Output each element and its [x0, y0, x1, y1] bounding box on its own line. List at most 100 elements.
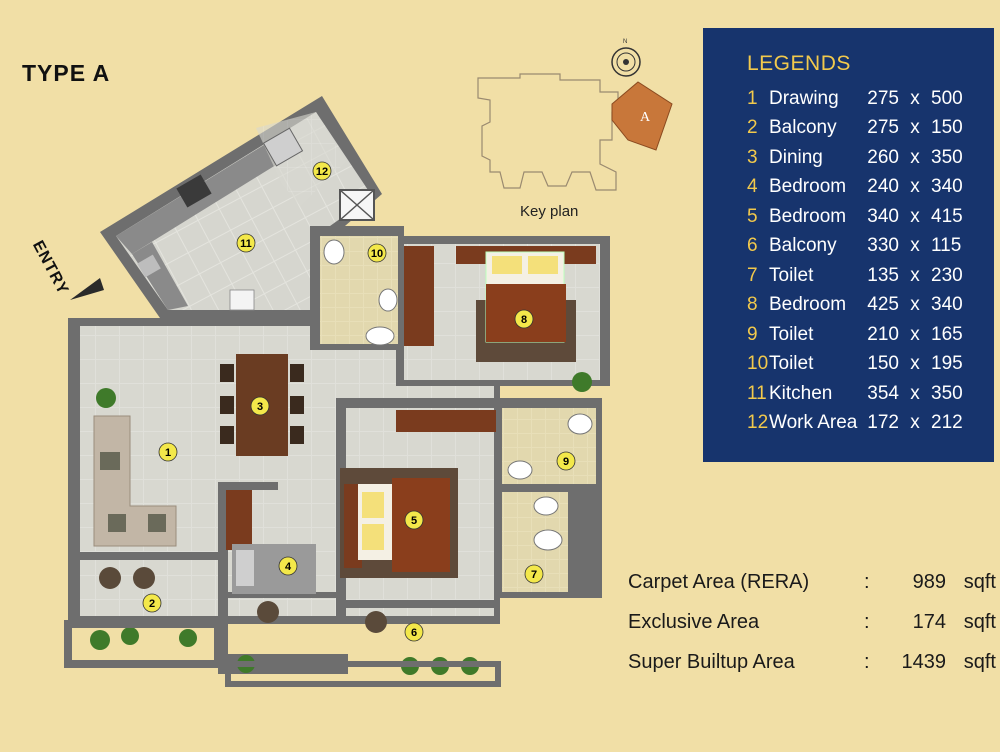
legend-b: 195 — [931, 353, 963, 375]
legend-x: x — [910, 294, 920, 316]
area-colon: : — [864, 570, 870, 593]
legend-a: 354 — [867, 382, 899, 404]
legend-num: 9 — [747, 323, 758, 345]
legend-x: x — [910, 87, 920, 109]
key-plan-block-label: A — [640, 110, 651, 125]
legend-a: 275 — [867, 87, 899, 109]
legend-a: 240 — [867, 176, 899, 198]
area-name: Super Builtup Area — [628, 650, 795, 673]
area-unit: sqft — [963, 570, 996, 593]
room-marker-label: 2 — [149, 598, 155, 610]
area-value: 989 — [912, 570, 946, 593]
legend-a: 330 — [867, 235, 899, 257]
room-marker-label: 12 — [316, 166, 328, 178]
legend-num: 1 — [747, 87, 758, 109]
legend-num: 3 — [747, 146, 758, 168]
legend-row: 8 Bedroom 425 x 340 — [747, 291, 994, 321]
legend-name: Toilet — [769, 323, 814, 345]
legend-name: Toilet — [769, 353, 814, 375]
legend-x: x — [910, 176, 920, 198]
hob-icon — [176, 174, 212, 208]
legend-num: 7 — [747, 264, 758, 286]
legend-x: x — [910, 235, 920, 257]
area-unit: sqft — [963, 650, 996, 673]
legend-b: 212 — [931, 412, 963, 434]
legend-a: 210 — [867, 323, 899, 345]
legend-x: x — [910, 264, 920, 286]
legend-x: x — [910, 323, 920, 345]
room-marker-label: 11 — [240, 238, 252, 250]
legend-b: 165 — [931, 323, 963, 345]
legend-b: 415 — [931, 205, 963, 227]
plan-title: TYPE A — [22, 60, 111, 86]
legend-num: 2 — [747, 117, 758, 139]
legend-b: 340 — [931, 294, 963, 316]
legend-a: 340 — [867, 205, 899, 227]
legend-row: 1 Drawing 275 x 500 — [747, 84, 994, 114]
room-marker: 12 — [312, 161, 332, 181]
legend-b: 500 — [931, 87, 963, 109]
room-marker: 11 — [236, 233, 256, 253]
area-value: 1439 — [901, 650, 947, 673]
room-marker-label: 1 — [165, 447, 171, 459]
legend-b: 230 — [931, 264, 963, 286]
legend-name: Bedroom — [769, 205, 847, 227]
room-marker-label: 5 — [411, 515, 417, 527]
legend-num: 11 — [747, 382, 767, 404]
legend-x: x — [910, 117, 920, 139]
legend-b: 340 — [931, 176, 963, 198]
legend-name: Drawing — [769, 87, 839, 109]
legend-a: 260 — [867, 146, 899, 168]
legend-a: 275 — [867, 117, 899, 139]
legend-a: 150 — [867, 353, 899, 375]
legend-name: Toilet — [769, 264, 814, 286]
legend-name: Balcony — [769, 117, 837, 139]
legend-b: 350 — [931, 146, 963, 168]
legend-name: Dining — [769, 146, 823, 168]
room-marker-label: 9 — [563, 456, 569, 468]
legend-b: 115 — [931, 235, 962, 257]
key-plan-label: Key plan — [520, 203, 579, 220]
room-marker: 9 — [556, 451, 576, 471]
compass-icon: N — [611, 39, 641, 77]
legend-name: Bedroom — [769, 176, 847, 198]
room-marker: 5 — [404, 510, 424, 530]
area-name: Exclusive Area — [628, 610, 760, 633]
legend-num: 5 — [747, 205, 758, 227]
legend-x: x — [910, 412, 920, 434]
room-marker-label: 7 — [531, 569, 537, 581]
legend-name: Work Area — [769, 412, 858, 434]
room-marker: 1 — [158, 442, 178, 462]
main-apartment — [64, 226, 610, 687]
legend-name: Balcony — [769, 235, 837, 257]
room-marker-label: 4 — [285, 561, 292, 573]
legend-x: x — [910, 205, 920, 227]
key-plan: A N — [477, 39, 673, 191]
room-marker-label: 8 — [521, 314, 527, 326]
entry-arrow-icon — [70, 278, 104, 300]
room-marker: 4 — [278, 556, 298, 576]
legend-a: 425 — [867, 294, 899, 316]
north-label: N — [623, 39, 627, 45]
room-marker: 8 — [514, 309, 534, 329]
legend-num: 8 — [747, 294, 758, 316]
legend-num: 10 — [747, 353, 769, 375]
legend-num: 12 — [747, 412, 769, 434]
legend-x: x — [910, 353, 920, 375]
legend-name: Bedroom — [769, 294, 847, 316]
legend-row: 5 Bedroom 340 x 415 — [747, 202, 994, 232]
room-marker: 7 — [524, 564, 544, 584]
legend-b: 350 — [931, 382, 963, 404]
